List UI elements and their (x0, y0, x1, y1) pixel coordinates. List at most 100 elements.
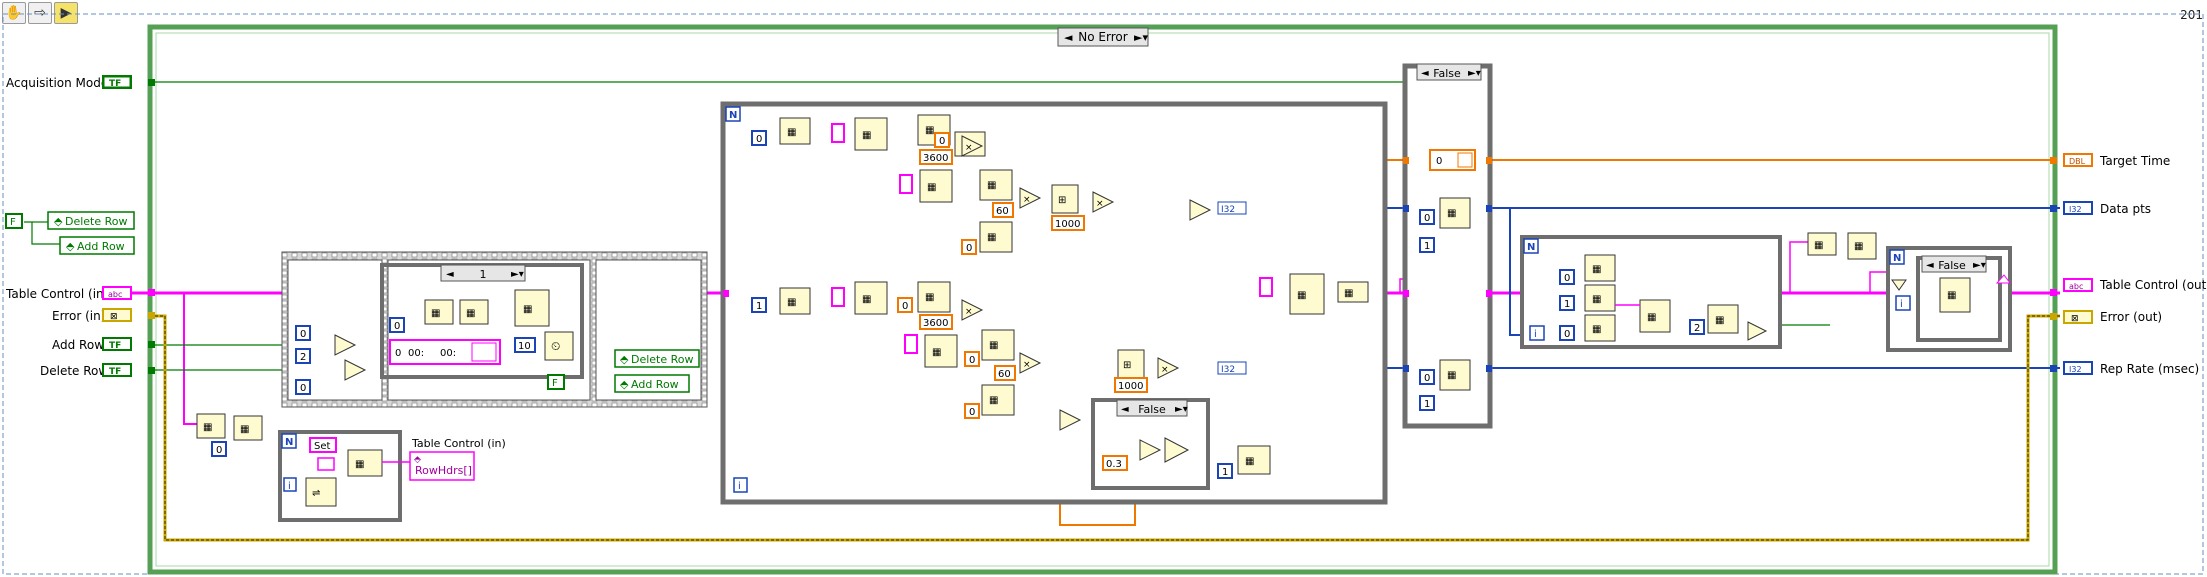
index-node-b[interactable]: ▦ (780, 288, 810, 314)
string-sub-b[interactable] (900, 175, 912, 193)
svg-text:3600: 3600 (923, 318, 948, 329)
const-0g[interactable]: 0 (935, 133, 949, 147)
string-sub-e[interactable] (1260, 278, 1272, 296)
const-1f[interactable]: 1 (1560, 296, 1574, 310)
label-rep-rate: Rep Rate (msec) (2100, 362, 2199, 376)
scan-node-d[interactable]: ▦ (980, 170, 1012, 200)
const-1a[interactable]: 2 (296, 349, 310, 363)
property-table-node[interactable]: ▦ (1238, 446, 1270, 474)
const-set[interactable]: Set (310, 438, 336, 452)
const-60b[interactable]: 60 (995, 366, 1015, 380)
const-60a[interactable]: 60 (993, 203, 1013, 217)
property-delete-row[interactable]: ⬘ Delete Row (48, 212, 134, 229)
const-0h[interactable]: 0 (962, 240, 976, 254)
compound-add-b[interactable]: ⊞ (1118, 350, 1144, 378)
scan-node-e[interactable]: ▦ (980, 222, 1012, 252)
compound-add-a[interactable]: ⊞ (1052, 185, 1078, 213)
property-delete-row-2[interactable]: ⬘ Delete Row (615, 350, 699, 367)
svg-text:▦: ▦ (787, 127, 796, 138)
control-add-row[interactable]: Add Row TF (52, 337, 132, 352)
const-bool-false[interactable]: F (6, 214, 22, 228)
svg-text:▦: ▦ (355, 459, 364, 470)
const-3600a[interactable]: 3600 (920, 150, 952, 164)
string-array-const[interactable]: 0 00: 00: (390, 340, 500, 364)
const-1e[interactable]: 1 (1420, 396, 1434, 410)
const-0c[interactable]: 0 (390, 318, 404, 332)
scan-node-g[interactable]: ▦ (918, 282, 950, 312)
const-0i[interactable]: 0 (898, 298, 912, 312)
const-0b[interactable]: 0 (296, 380, 310, 394)
index-node-a[interactable]: ▦ (780, 118, 810, 144)
table-node-a[interactable]: ▦ (425, 300, 453, 324)
svg-text:1000: 1000 (1055, 219, 1080, 230)
const-03[interactable]: 0.3 (1103, 456, 1127, 470)
index-node-e[interactable]: ▦ (1585, 255, 1615, 281)
string-sub-d[interactable] (905, 335, 917, 353)
scan-node-f[interactable]: ▦ (855, 282, 887, 314)
scan-node-a[interactable]: ▦ (855, 118, 887, 150)
string-sub-c[interactable] (832, 288, 844, 306)
const-0m[interactable]: 0 (1420, 370, 1434, 384)
build-array-node[interactable]: ▦ (1290, 274, 1324, 314)
property-rowhdrs[interactable]: ⬘ RowHdrs[] (410, 452, 474, 480)
svg-text:▦: ▦ (932, 347, 941, 358)
replace-node[interactable]: ▦ (1940, 278, 1970, 312)
const-0a[interactable]: 0 (296, 326, 310, 340)
svg-text:F: F (10, 217, 16, 228)
const-10[interactable]: 10 (515, 338, 535, 352)
table-node-b[interactable]: ▦ (460, 300, 488, 324)
concat-node[interactable] (318, 458, 334, 470)
svg-text:00:: 00: (440, 348, 456, 359)
index-node-g[interactable]: ▦ (1808, 233, 1836, 255)
const-0k[interactable]: 0 (965, 404, 979, 418)
const-0n[interactable]: 0 (1560, 270, 1574, 284)
scan-node-i[interactable]: ▦ (982, 330, 1014, 360)
string-sub-a[interactable] (832, 124, 844, 142)
index-node-h[interactable]: ▦ (1848, 233, 1876, 259)
scan-node-h[interactable]: ▦ (925, 335, 957, 367)
svg-text:False: False (1138, 403, 1166, 416)
index-node-c[interactable]: ▦ (1440, 198, 1470, 228)
property-add-row-2[interactable]: ⬘ Add Row (615, 375, 689, 392)
const-bool-false-2[interactable]: F (548, 375, 564, 389)
num-string-node[interactable]: ⇌ (306, 478, 336, 506)
svg-text:▦: ▦ (1647, 312, 1656, 323)
index-node-d[interactable]: ▦ (1440, 360, 1470, 390)
scan-node-j[interactable]: ▦ (982, 385, 1014, 415)
property-add-row[interactable]: ⬘ Add Row (60, 237, 134, 254)
concat-node-b[interactable]: ▦ (1640, 300, 1670, 332)
format-node-b[interactable]: ▦ (1585, 315, 1615, 341)
const-1b[interactable]: 1 (752, 298, 766, 312)
const-2b[interactable]: 2 (1690, 320, 1704, 334)
index-node-f[interactable]: ▦ (1585, 285, 1615, 311)
table-node-lower-a[interactable]: ▦ (197, 414, 225, 438)
const-0j[interactable]: 0 (965, 352, 979, 366)
control-error-in[interactable]: Error (in) ⊠ (52, 308, 132, 323)
const-0f[interactable]: 0 (752, 131, 766, 145)
convert-i32-a[interactable]: I32 (1218, 202, 1246, 215)
const-1000b[interactable]: 1000 (1115, 378, 1147, 392)
array-size-node[interactable]: ▦ (1708, 305, 1738, 333)
svg-text:▦: ▦ (989, 340, 998, 351)
const-1000a[interactable]: 1000 (1052, 216, 1084, 230)
const-0o[interactable]: 0 (1560, 326, 1574, 340)
scan-node-c[interactable]: ▦ (920, 170, 952, 202)
case-selector[interactable]: ◄ No Error ►▾ (1058, 28, 1148, 46)
const-0e[interactable]: 0 (212, 442, 226, 456)
const-1d[interactable]: 1 (1420, 238, 1434, 252)
table-node-lower-b[interactable]: ▦ (234, 416, 262, 440)
const-1c[interactable]: 1 (1218, 464, 1232, 478)
insert-node[interactable]: ▦ (1338, 282, 1368, 302)
convert-i32-b[interactable]: I32 (1218, 362, 1246, 375)
build-node-a[interactable]: ▦ (515, 290, 549, 326)
const-3600b[interactable]: 3600 (920, 315, 952, 329)
control-table-in[interactable]: Table Control (in) abc (5, 286, 132, 301)
const-dbl-array[interactable]: 0 (1430, 150, 1475, 170)
format-node[interactable]: ▦ (348, 450, 382, 476)
svg-text:▦: ▦ (1715, 315, 1724, 326)
const-0l[interactable]: 0 (1420, 210, 1434, 224)
control-delete-row[interactable]: Delete Row TF (40, 363, 132, 378)
wait-node[interactable]: ⏲ (545, 332, 573, 360)
control-acquisition-mode[interactable]: Acquisition Mode TF (6, 75, 132, 90)
svg-text:0: 0 (394, 321, 400, 332)
